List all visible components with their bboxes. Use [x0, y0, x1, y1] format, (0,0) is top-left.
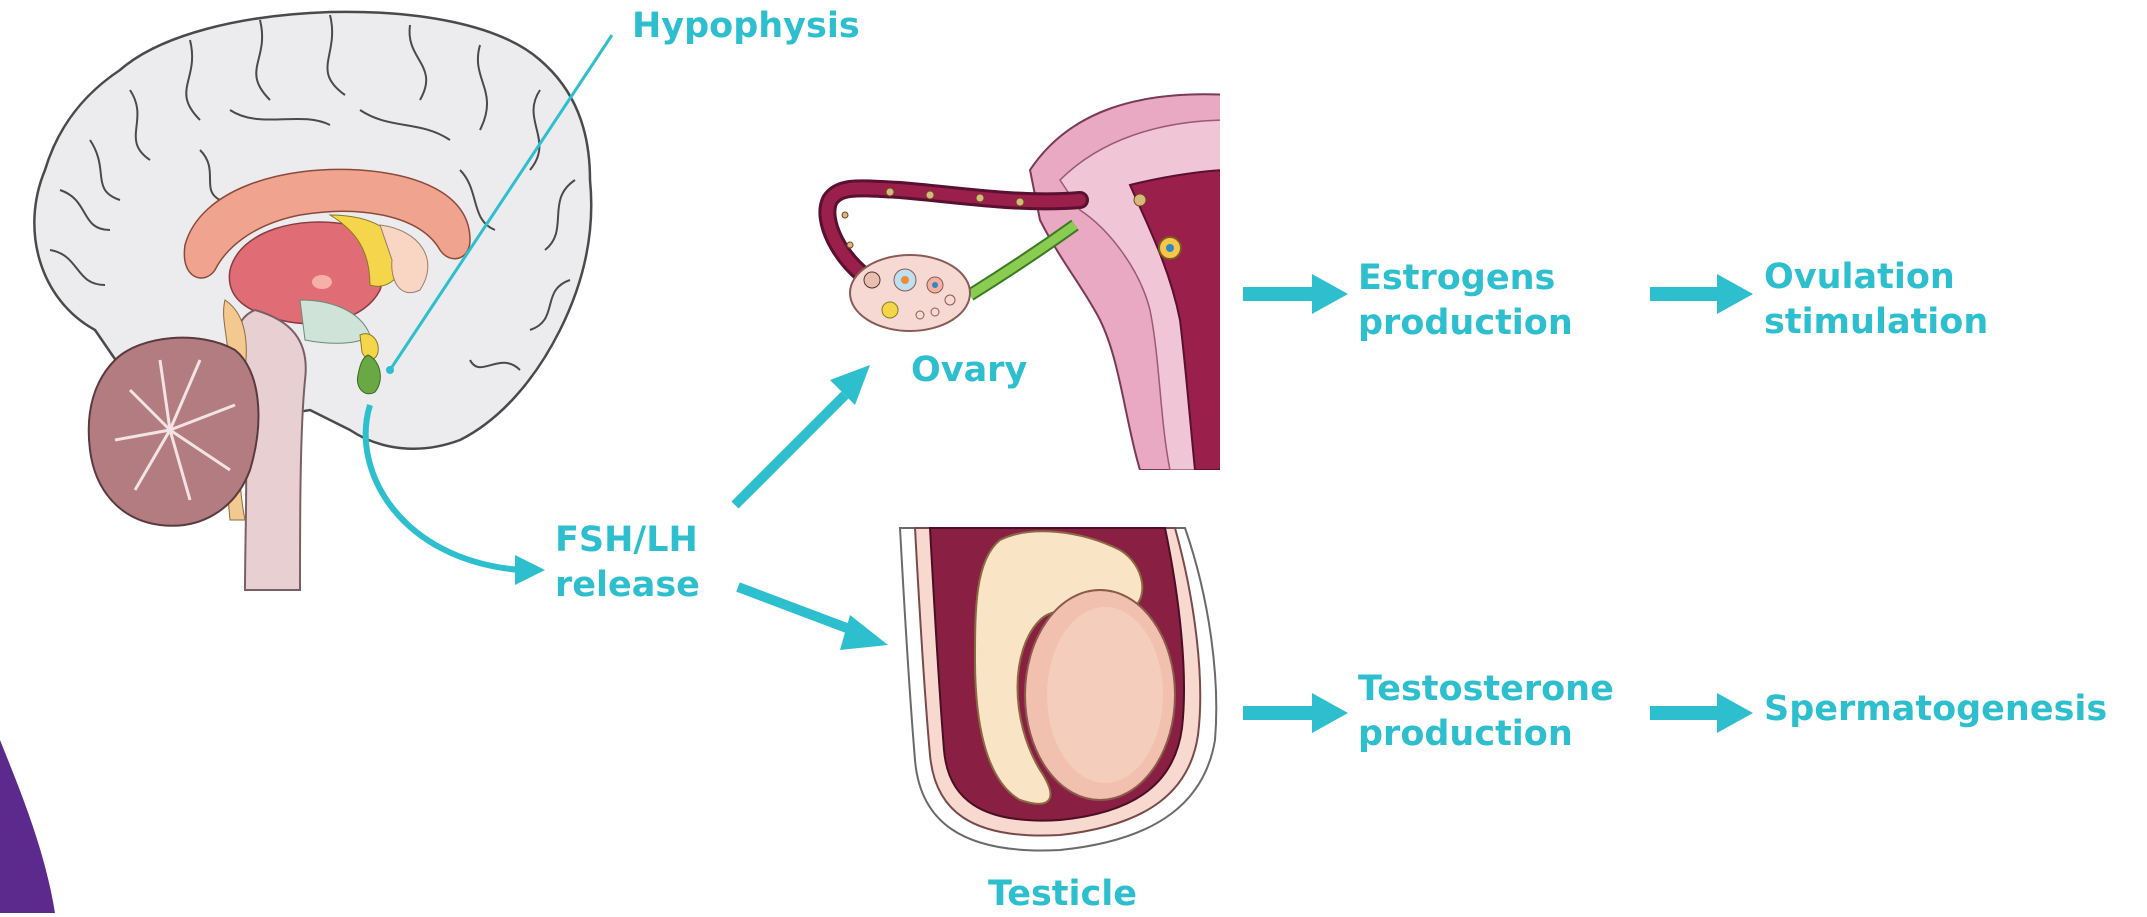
testicle-illustration: [900, 528, 1216, 850]
testosterone-to-spermatogenesis-arrowhead: [1717, 693, 1753, 733]
fsh-to-testicle-arrow: [738, 587, 860, 633]
testosterone-production-label: Testosterone production: [1358, 667, 1614, 757]
fsh-to-ovary-arrow: [735, 395, 845, 505]
brain-illustration: [34, 12, 591, 590]
testosterone-label-line1: Testosterone: [1358, 667, 1614, 712]
ovary-to-estrogens-arrowhead: [1312, 274, 1348, 314]
estrogens-to-ovulation-arrowhead: [1717, 274, 1753, 314]
fsh-lh-label-line2: release: [555, 563, 700, 608]
ovulation-stimulation-label: Ovulation stimulation: [1764, 255, 1988, 345]
fsh-to-testicle-arrowhead: [840, 615, 888, 650]
testicle-to-testosterone-arrowhead: [1312, 693, 1348, 733]
ovulation-label-line1: Ovulation: [1764, 255, 1988, 300]
testosterone-label-line2: production: [1358, 712, 1614, 757]
fsh-lh-label-line1: FSH/LH: [555, 518, 700, 563]
ovary-to-estrogens-arrow: [1243, 287, 1315, 301]
hypophysis-label: Hypophysis: [632, 4, 860, 49]
ovulation-label-line2: stimulation: [1764, 300, 1988, 345]
brain-to-fsh-arrowhead: [515, 555, 545, 585]
uterus-illustration: [827, 94, 1230, 470]
estrogens-label-line2: production: [1358, 301, 1573, 346]
fsh-lh-release-label: FSH/LH release: [555, 518, 700, 608]
hypophysis-pointer-dot: [386, 366, 394, 374]
estrogens-label-line1: Estrogens: [1358, 256, 1573, 301]
testicle-label: Testicle: [988, 872, 1137, 917]
testosterone-to-spermatogenesis-arrow: [1650, 706, 1720, 720]
spermatogenesis-label: Spermatogenesis: [1764, 687, 2107, 732]
decorative-purple-shape: [0, 740, 55, 913]
testicle-to-testosterone-arrow: [1243, 706, 1315, 720]
estrogens-production-label: Estrogens production: [1358, 256, 1573, 346]
estrogens-to-ovulation-arrow: [1650, 287, 1720, 301]
ovary-label: Ovary: [911, 348, 1027, 393]
